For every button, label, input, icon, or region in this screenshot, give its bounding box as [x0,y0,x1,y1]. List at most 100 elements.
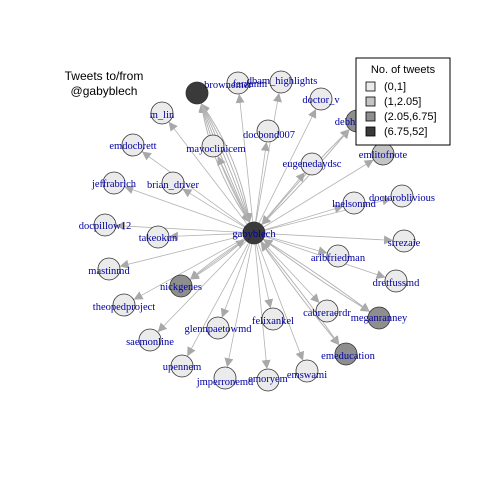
node-emeducation [334,342,358,366]
node-label-nickgenes: nickgenes [160,282,202,293]
edge-meganranney-to-gabyblech-1 [263,239,371,313]
node-label-emswami: emswami [287,370,327,381]
node-doctor_v [309,87,333,111]
node-label-jeffrabrich: jeffrabrich [91,179,137,190]
edge-gabyblech-to-saemonline [157,240,247,333]
node-label-brian_driver: brian_driver [147,180,199,191]
node-label-eugenedaydsc: eugenedaydsc [283,159,342,170]
legend-label-1: (0,1] [384,81,406,93]
edge-gabyblech-to-farzanm [235,93,254,223]
legend-title: No. of tweets [371,64,436,76]
node-label-dretfussmd: dretfussmd [373,278,420,289]
edge-layer [115,92,394,370]
node-dbam_highlights [269,70,293,94]
edge-gabyblech-to-mayoclinicem [217,155,250,224]
node-label-mastinmd: mastinmd [88,266,130,277]
node-brian_driver [161,171,185,195]
edge-gabyblech-to-emlitofnote [263,159,374,228]
edge-gabyblech-to-felixankel [255,243,274,309]
legend-label-3: (2.05,6.75] [384,111,437,123]
edge-gabyblech-to-doctoroblivious [264,196,392,231]
edge-gabyblech-to-theopedproject [133,237,245,300]
node-docbond007 [256,119,280,143]
node-label-dbam_highlights: dbam_highlights [247,76,318,87]
node-glennpaetowmd [206,316,230,340]
edge-gabyblech-to-srrezaie [264,233,394,245]
edge-gabyblech-to-debh-1 [261,129,350,226]
edge-gabyblech-to-cabreraerdr [261,240,320,303]
node-label-cabreraerdr: cabreraerdr [303,308,351,319]
legend-label-2: (1,2.05] [384,96,421,108]
edge-gabyblech-to-brian_driver [182,188,245,228]
edge-gabyblech-to-eugenedaydsc [260,172,305,225]
node-felixankel [261,307,285,331]
edge-gabyblech-to-docpillow12 [115,221,244,233]
node-label-gabyblech: gabyblech [232,229,276,240]
edge-meganranney-to-gabyblech-2 [263,239,371,313]
node-label-jmperronemd: jmperronemd [196,377,254,388]
edge-brownemer-to-gabyblech-2 [200,102,252,223]
node-doctoroblivious [390,184,414,208]
node-label-meganranney: meganranney [351,313,408,324]
node-farzanm [226,71,250,95]
legend-swatch-3 [365,111,376,122]
node-label-docpillow12: docpillow12 [79,221,132,232]
node-emswami [295,359,319,383]
title-line-1: Tweets to/from [65,69,144,83]
legend-swatch-4 [365,126,376,137]
node-label-theopedproject: theopedproject [93,302,155,313]
edge-nickgenes-to-gabyblech [189,239,246,280]
node-label-m_lin: m_lin [150,110,175,121]
node-upennem [170,354,194,378]
node-label-debh: debh [335,117,356,128]
node-m_lin [150,101,174,125]
edge-debh-to-gabyblech-1 [261,128,350,225]
node-label-farzanm: farzanm [233,79,267,90]
edge-gabyblech-to-emswami [257,243,305,361]
node-label-docbond007: docbond007 [243,130,295,141]
node-jmperronemd [213,366,237,390]
node-label-mayoclinicem: mayoclinicem [186,144,245,155]
node-label-brownemer: brownemer [204,80,252,91]
node-label-saemonline: saemonline [126,337,174,348]
node-label-doctor_v: doctor_v [302,95,340,106]
edge-gabyblech-to-upennem [187,242,250,357]
node-emoryem [256,368,280,392]
edge-gabyblech-to-doctor_v [258,108,317,224]
node-label-upennem: upennem [163,362,202,373]
node-label-srrezaie: srrezaie [388,238,421,249]
node-docpillow12 [93,213,117,237]
legend-swatch-1 [365,81,376,92]
edge-gabyblech-to-aribfriedman [264,235,328,256]
edge-gabyblech-to-m_lin [168,121,248,225]
node-label-lnelsonmd: lnelsonmd [332,199,376,210]
node-label-emoryem: emoryem [248,374,288,385]
node-brownemer [185,81,209,105]
edge-gabyblech-to-takeokun [168,231,244,241]
node-label-aribfriedman: aribfriedman [311,253,366,264]
node-lnelsonmd [342,191,366,215]
node-aribfriedman [326,244,350,268]
node-jeffrabrich [102,171,126,195]
node-saemonline [138,328,162,352]
node-cabreraerdr [315,299,339,323]
label-layer: gabyblech brownemerfarzanmdbam_highlights… [79,76,435,388]
node-meganranney [367,306,391,330]
node-layer [93,70,416,392]
node-eugenedaydsc [300,152,324,176]
edge-gabyblech-to-glennpaetowmd [220,243,251,318]
node-label-emlitofnote: emlitofnote [359,150,408,161]
node-dretfussmd [384,269,408,293]
node-label-emeducation: emeducation [321,351,375,362]
node-emdocbrett [121,133,145,157]
node-mastinmd [97,257,121,281]
node-label-glennpaetowmd: glennpaetowmd [184,324,252,335]
legend-label-4: (6.75,52] [384,126,427,138]
node-mayoclinicem [201,134,225,158]
edge-gabyblech-to-mastinmd [119,235,244,269]
edge-gabyblech-to-jeffrabrich [124,185,244,230]
node-theopedproject [112,293,136,317]
edge-gabyblech-to-lnelsonmd [264,204,344,231]
